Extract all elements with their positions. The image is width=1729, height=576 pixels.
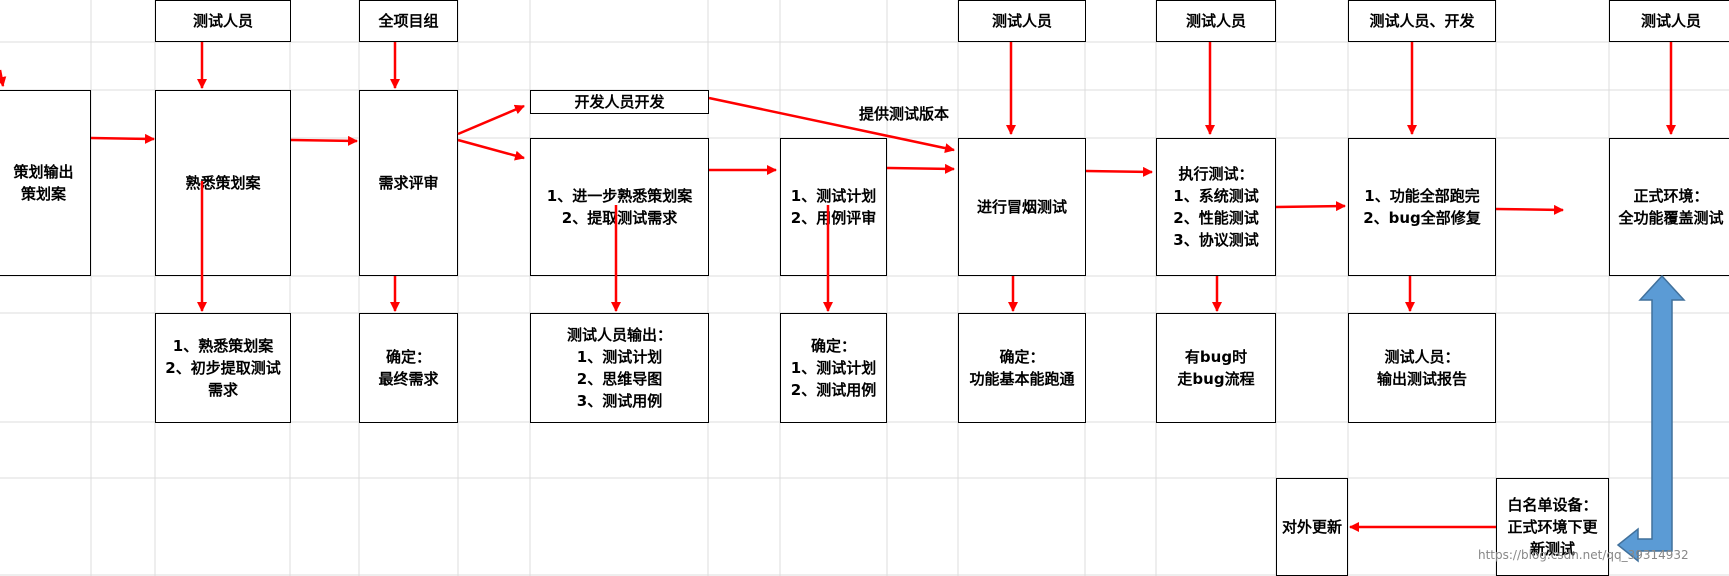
step-line: 2、bug全部修复	[1363, 209, 1481, 227]
role-whole-team: 全项目组	[359, 0, 458, 42]
step-line: 执行测试：	[1178, 165, 1254, 183]
step-smoke-test: 进行冒烟测试	[958, 138, 1086, 276]
step-line: 正式环境：	[1633, 187, 1709, 205]
role-tester-3: 测试人员	[1156, 0, 1276, 42]
step-execute-tests: 执行测试： 1、系统测试 2、性能测试 3、协议测试	[1156, 138, 1276, 276]
bottom-line: 对外更新	[1281, 518, 1342, 536]
output-line: 有bug时	[1184, 348, 1248, 366]
role-tester-dev: 测试人员、开发	[1348, 0, 1496, 42]
step-line: 需求评审	[378, 174, 439, 192]
watermark: https://blog.csdn.net/qq_39314932	[1478, 548, 1689, 562]
step-line: 1、进一步熟悉策划案	[546, 187, 693, 205]
role-label: 测试人员	[192, 12, 253, 30]
output-line: 2、思维导图	[576, 370, 663, 388]
output-line: 2、初步提取测试	[165, 359, 281, 377]
role-tester-1: 测试人员	[155, 0, 291, 42]
role-tester-2: 测试人员	[958, 0, 1086, 42]
output-familiarize: 1、熟悉策划案 2、初步提取测试 需求	[155, 313, 291, 423]
provide-test-build-label: 提供测试版本	[859, 105, 950, 123]
step-line: 进行冒烟测试	[976, 198, 1067, 216]
step-line: 3、协议测试	[1173, 231, 1259, 249]
role-label: 测试人员、开发	[1369, 12, 1475, 30]
output-line: 最终需求	[378, 370, 439, 388]
bottom-whitelist-devices: 白名单设备： 正式环境下更 新测试	[1496, 478, 1609, 576]
bottom-external-update: 对外更新	[1276, 478, 1348, 576]
step-line: 1、功能全部跑完	[1364, 187, 1480, 205]
step-line: 开发人员开发	[574, 93, 665, 111]
bottom-line: 正式环境下更	[1507, 518, 1598, 536]
step-extract-test-requirements: 1、进一步熟悉策划案 2、提取测试需求	[530, 138, 709, 276]
output-line: 测试人员输出：	[566, 326, 672, 344]
step-line: 2、用例评审	[790, 209, 877, 227]
output-line: 2、测试用例	[790, 381, 877, 399]
output-line: 确定：	[999, 348, 1045, 366]
role-label: 测试人员	[991, 12, 1052, 30]
step-line: 1、系统测试	[1173, 187, 1259, 205]
output-line: 确定：	[385, 348, 431, 366]
output-line: 测试人员：	[1384, 348, 1460, 366]
step-test-plan: 1、测试计划 2、用例评审	[780, 138, 887, 276]
output-line: 功能基本能跑通	[969, 370, 1075, 388]
output-confirm-plan: 确定： 1、测试计划 2、测试用例	[780, 313, 887, 423]
step-line: 2、性能测试	[1173, 209, 1259, 227]
role-label: 测试人员	[1185, 12, 1246, 30]
step-line: 熟悉策划案	[185, 174, 261, 192]
role-label: 全项目组	[378, 12, 439, 30]
output-line: 走bug流程	[1177, 370, 1255, 388]
bottom-line: 新测试	[1529, 540, 1575, 558]
step-developer-development: 开发人员开发	[530, 90, 709, 114]
step-line: 策划输出	[13, 163, 74, 181]
step-line: 1、测试计划	[790, 187, 877, 205]
step-line: 全功能覆盖测试	[1618, 209, 1724, 227]
step-line: 2、提取测试需求	[561, 209, 678, 227]
output-line: 1、测试计划	[576, 348, 663, 366]
role-label: 测试人员	[1640, 12, 1701, 30]
role-tester-4: 测试人员	[1609, 0, 1729, 42]
bottom-line: 白名单设备：	[1507, 496, 1598, 514]
output-line: 确定：	[810, 337, 856, 355]
output-line: 1、熟悉策划案	[172, 337, 274, 355]
output-line: 需求	[207, 381, 238, 399]
output-basic-function: 确定： 功能基本能跑通	[958, 313, 1086, 423]
output-bug-flow: 有bug时 走bug流程	[1156, 313, 1276, 423]
step-line: 策划案	[20, 185, 66, 203]
output-test-report: 测试人员： 输出测试报告	[1348, 313, 1496, 423]
step-production-env: 正式环境： 全功能覆盖测试	[1609, 138, 1729, 276]
step-requirements-review: 需求评审	[359, 90, 458, 276]
step-planning-output: 策划输出 策划案	[0, 90, 91, 276]
output-line: 输出测试报告	[1376, 370, 1467, 388]
output-final-requirements: 确定： 最终需求	[359, 313, 458, 423]
step-familiarize-plan: 熟悉策划案	[155, 90, 291, 276]
step-all-done: 1、功能全部跑完 2、bug全部修复	[1348, 138, 1496, 276]
output-tester-deliverables: 测试人员输出： 1、测试计划 2、思维导图 3、测试用例	[530, 313, 709, 423]
output-line: 3、测试用例	[576, 392, 663, 410]
output-line: 1、测试计划	[790, 359, 877, 377]
